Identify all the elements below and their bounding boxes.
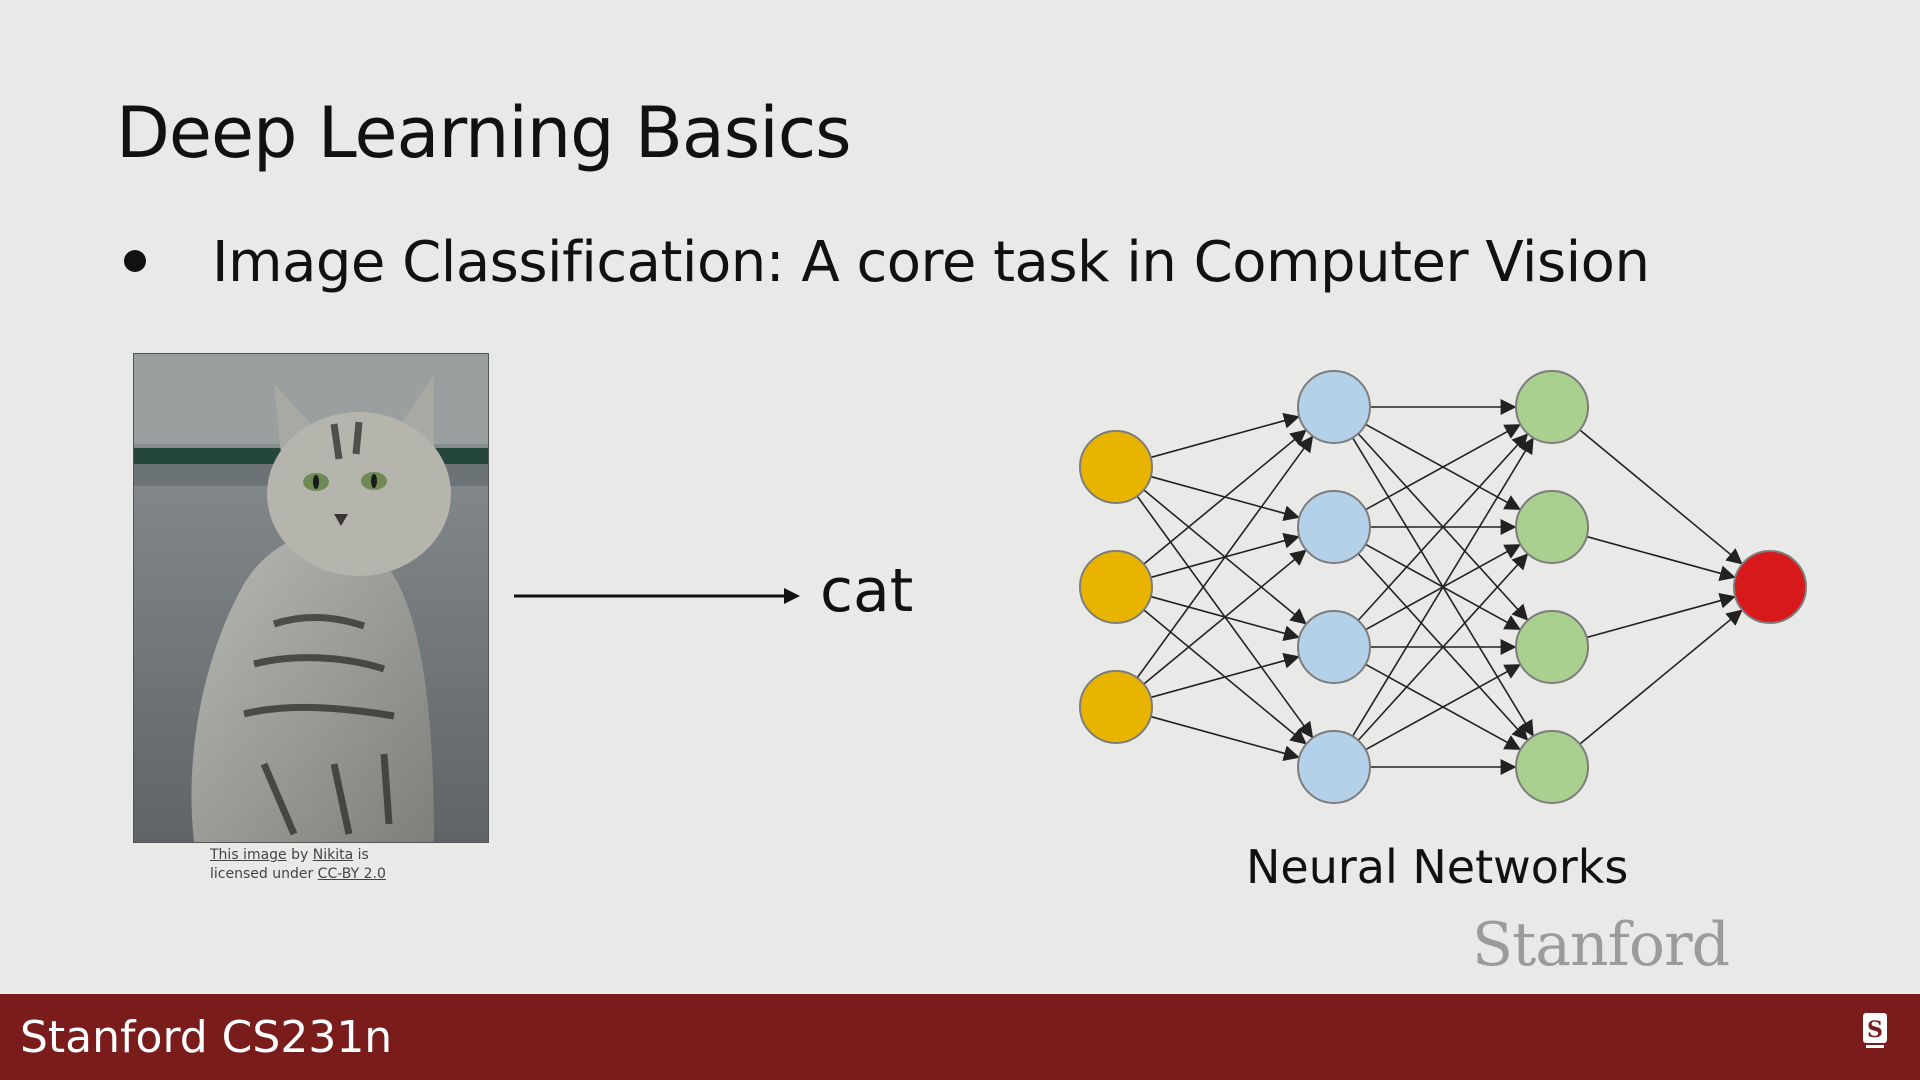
hidden-node-2 xyxy=(1515,490,1589,564)
image-credit: This image by Nikita is licensed under C… xyxy=(210,846,430,884)
stanford-logo-icon: S xyxy=(1863,1013,1887,1048)
network-edge xyxy=(1357,553,1529,741)
input-node-1 xyxy=(1079,430,1153,504)
bullet-text: Image Classification: A core task in Com… xyxy=(212,230,1650,295)
cat-photo xyxy=(133,353,489,843)
cat-illustration xyxy=(134,354,488,842)
stanford-wordmark: Stanford xyxy=(1472,910,1730,980)
author-link[interactable]: Nikita xyxy=(312,847,354,863)
output-label: cat xyxy=(820,556,914,626)
network-edge xyxy=(1357,433,1529,621)
hidden-node-3 xyxy=(1297,610,1371,684)
credit-by: by xyxy=(291,847,309,863)
input-node-2 xyxy=(1079,550,1153,624)
slide-title: Deep Learning Basics xyxy=(116,92,852,174)
credit-is: is xyxy=(357,847,369,863)
footer-bar: Stanford CS231n S xyxy=(0,994,1920,1080)
network-edge xyxy=(1150,715,1300,762)
network-edge xyxy=(1136,435,1314,679)
network-edge xyxy=(1579,609,1743,745)
hidden-node-1 xyxy=(1297,370,1371,444)
mapping-arrow xyxy=(514,588,800,604)
network-edge xyxy=(1150,652,1300,699)
network-edge xyxy=(1143,549,1307,685)
network-edge xyxy=(1586,535,1736,582)
license-link[interactable]: CC-BY 2.0 xyxy=(317,866,386,882)
network-edge xyxy=(1365,664,1521,751)
hidden-node-4 xyxy=(1297,730,1371,804)
bullet-dot xyxy=(124,250,146,272)
network-edge xyxy=(1150,412,1300,459)
hidden-node-3 xyxy=(1515,610,1589,684)
neural-network-diagram xyxy=(1079,370,1807,804)
network-edge xyxy=(1351,437,1534,737)
footer-course-title: Stanford CS231n xyxy=(20,1012,393,1063)
network-caption: Neural Networks xyxy=(1246,840,1629,894)
network-edge xyxy=(1586,592,1736,639)
hidden-node-1 xyxy=(1515,370,1589,444)
hidden-node-2 xyxy=(1297,490,1371,564)
output-node-1 xyxy=(1733,550,1807,624)
input-node-3 xyxy=(1079,670,1153,744)
network-edge xyxy=(1143,429,1307,565)
network-edge xyxy=(1579,429,1743,565)
svg-text:S: S xyxy=(1867,1017,1883,1043)
hidden-node-4 xyxy=(1515,730,1589,804)
credit-licensed: licensed under xyxy=(210,866,314,882)
network-edge xyxy=(1365,424,1521,511)
image-link[interactable]: This image xyxy=(210,847,287,863)
